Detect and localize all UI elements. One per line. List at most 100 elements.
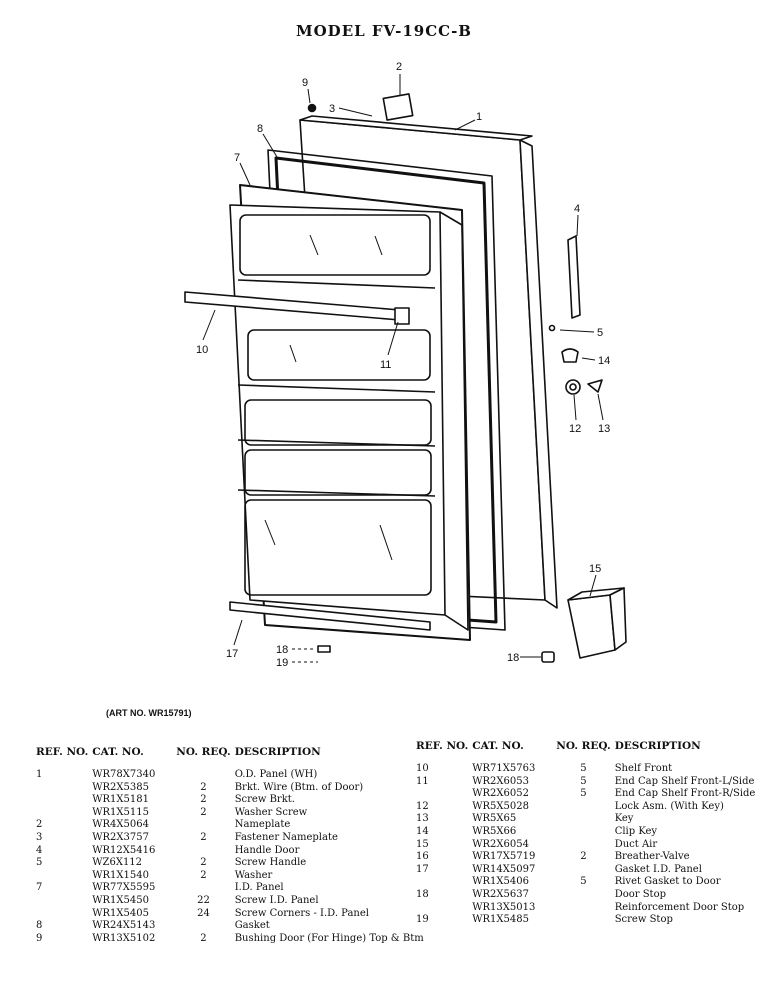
header-no-req: NO. REQ.	[176, 746, 231, 758]
part-cat-no: WZ6X112	[92, 857, 143, 869]
part-description: Screw Corners - I.D. Panel	[234, 907, 369, 919]
part-cat-no: WR1X5450	[92, 894, 149, 906]
part-description: Lock Asm. (With Key)	[614, 800, 724, 812]
key	[587, 379, 603, 393]
part-cat-no: WR1X5181	[92, 794, 149, 806]
callout-10: 10	[196, 344, 208, 356]
part-cat-no: WR71X5763	[472, 763, 536, 774]
part-no-req: 2	[200, 857, 207, 869]
parts-table-right: REF. NO. CAT. NO. NO. REQ. DESCRIPTION 1…	[414, 740, 757, 927]
bottom-gasket-bar	[229, 601, 431, 631]
part-row: WR1X5450 22 Screw I.D. Panel	[34, 895, 426, 908]
part-no-req: 2	[200, 831, 207, 843]
part-ref-no: 18	[416, 888, 429, 900]
part-description: I.D. Panel	[234, 882, 284, 894]
part-ref-no: 4	[36, 844, 43, 856]
part-description: End Cap Shelf Front-L/Side	[614, 775, 755, 787]
part-row: WR2X5385 2 Brkt. Wire (Btm. of Door)	[34, 782, 426, 795]
handle-screw	[548, 324, 556, 332]
door-stop	[317, 645, 331, 653]
parts-table-left: REF. NO. CAT. NO. NO. REQ. DESCRIPTION 1…	[34, 746, 426, 945]
part-ref-no	[414, 876, 470, 889]
part-ref-no	[34, 870, 90, 883]
lock	[565, 379, 581, 395]
art-number: (ART NO. WR15791)	[106, 708, 192, 718]
part-description: Washer Screw	[234, 806, 308, 818]
part-no-req: 5	[580, 876, 587, 888]
part-description: Bushing Door (For Hinge) Top & Btm	[234, 932, 424, 944]
part-description: Screw Brkt.	[234, 794, 295, 806]
part-ref-no: 11	[416, 775, 429, 787]
callout-15: 15	[589, 563, 601, 575]
part-no-req	[554, 864, 612, 877]
part-ref-no: 1	[36, 769, 43, 780]
part-cat-no: WR24X5143	[92, 920, 156, 932]
callout-14: 14	[598, 355, 610, 367]
part-ref-no: 10	[416, 763, 429, 774]
part-no-req: 24	[197, 907, 210, 919]
part-no-req	[554, 826, 612, 839]
callout-2: 2	[396, 61, 402, 73]
part-cat-no: WR2X6052	[472, 788, 529, 800]
part-no-req: 2	[200, 806, 207, 818]
part-no-req	[554, 914, 612, 927]
part-cat-no: WR13X5102	[92, 932, 156, 944]
header-cat-no: CAT. NO.	[472, 740, 524, 752]
part-no-req	[554, 839, 612, 852]
header-description: DESCRIPTION	[234, 746, 321, 758]
part-row: WR1X1540 2 Washer	[34, 870, 426, 883]
part-row: WR1X5181 2 Screw Brkt.	[34, 794, 426, 807]
air-duct	[567, 587, 627, 659]
part-description: Shelf Front	[614, 763, 673, 774]
part-no-req: 2	[200, 869, 207, 881]
part-no-req: 2	[200, 794, 207, 806]
part-description: Brkt. Wire (Btm. of Door)	[234, 781, 364, 793]
part-cat-no: WR78X7340	[92, 769, 156, 780]
part-ref-no: 17	[416, 863, 429, 875]
part-description: Gasket I.D. Panel	[614, 863, 702, 875]
part-cat-no: WR2X5637	[472, 888, 529, 900]
inner-door-liner	[229, 184, 471, 641]
part-no-req	[174, 920, 232, 933]
callout-8: 8	[257, 123, 263, 135]
header-no-req: NO. REQ.	[556, 740, 611, 752]
part-description: End Cap Shelf Front-R/Side	[614, 788, 756, 800]
part-ref-no: 12	[416, 800, 429, 812]
part-no-req: 22	[197, 894, 210, 906]
part-description: Washer	[234, 869, 273, 881]
part-cat-no: WR2X3757	[92, 831, 149, 843]
part-ref-no: 5	[36, 857, 43, 869]
header-description: DESCRIPTION	[614, 740, 701, 752]
header-cat-no: CAT. NO.	[92, 746, 144, 758]
part-no-req: 2	[580, 851, 587, 863]
part-cat-no: WR77X5595	[92, 882, 156, 894]
door-handle	[567, 235, 581, 319]
part-cat-no: WR1X1540	[92, 869, 149, 881]
part-no-req: 2	[200, 781, 207, 793]
part-cat-no: WR2X6053	[472, 775, 529, 787]
part-cat-no: WR2X5385	[92, 781, 149, 793]
part-cat-no: WR2X6054	[472, 838, 529, 850]
callout-11: 11	[380, 359, 391, 371]
part-description: Screw Stop	[614, 914, 673, 926]
part-cat-no: WR17X5719	[472, 851, 536, 863]
end-cap	[394, 307, 410, 325]
part-description: Fastener Nameplate	[234, 831, 338, 843]
part-ref-no: 2	[36, 819, 43, 831]
part-description: Screw I.D. Panel	[234, 894, 319, 906]
exploded-door-diagram: 1 2 3 9 8 7 4 5 14 12 13 15 10 11 17 18 …	[184, 61, 627, 669]
part-cat-no: WR12X5416	[92, 844, 156, 856]
part-description: Reinforcement Door Stop	[614, 901, 745, 913]
